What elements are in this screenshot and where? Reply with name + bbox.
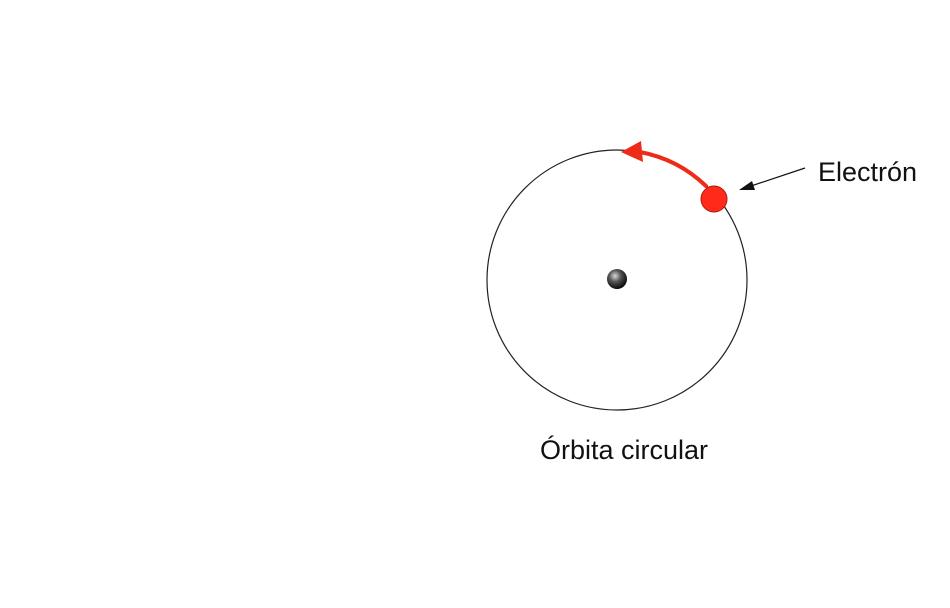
electron-pointer-line (750, 167, 806, 187)
orbit-label: Órbita circular (540, 434, 708, 465)
electron-label: Electrón (818, 157, 917, 187)
motion-arc (638, 150, 708, 188)
motion-arrowhead-icon (621, 141, 643, 162)
electron (700, 185, 728, 213)
nucleus (607, 269, 627, 289)
electron-pointer-arrowhead-icon (739, 181, 755, 190)
circular-orbit (486, 149, 748, 411)
